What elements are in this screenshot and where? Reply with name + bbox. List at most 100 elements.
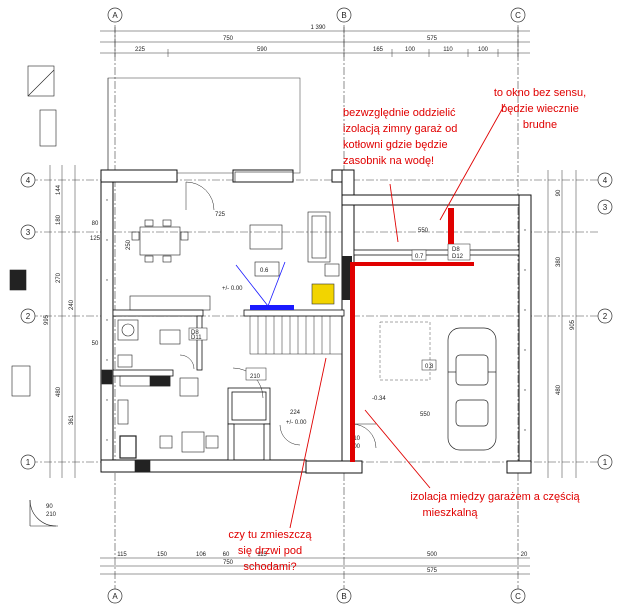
axis-label-4-left: 4 bbox=[26, 176, 31, 185]
stairs bbox=[249, 315, 343, 355]
note-line: kotłowni gdzie będzie bbox=[343, 139, 448, 151]
axis-label-4-right: 4 bbox=[603, 176, 608, 185]
right-dimension-lines bbox=[547, 170, 577, 478]
dim-inner: 210 bbox=[350, 436, 361, 442]
note-insulation-garage: izolacja między garażem a częścią mieszk… bbox=[410, 491, 580, 519]
car bbox=[447, 327, 497, 451]
note-line: zasobnik na wodę! bbox=[343, 155, 434, 167]
level-ground: +/- 0.00 bbox=[222, 286, 243, 292]
bottom-dimension-lines bbox=[100, 557, 530, 575]
boiler-unit bbox=[311, 283, 335, 305]
dim-bottom-seg: 150 bbox=[157, 552, 168, 558]
dim-right-seg: 380 bbox=[556, 256, 562, 267]
dim-bottom-seg: 20 bbox=[521, 552, 528, 558]
dim-left-seg: 144 bbox=[56, 184, 62, 195]
axis-label-b-top: B bbox=[341, 11, 346, 20]
note-line: czy tu zmieszczą bbox=[228, 529, 312, 541]
dim-top-seg: 100 bbox=[478, 47, 489, 53]
note-line: będzie wiecznie bbox=[501, 103, 579, 115]
dim-left-small: 50 bbox=[92, 341, 99, 347]
dim-left-seg: 270 bbox=[56, 272, 62, 283]
dim-bottom-seg: 500 bbox=[427, 552, 438, 558]
note-garage-insulation: bezwzględnie oddzielić izolacją zimny ga… bbox=[343, 107, 457, 167]
dim-left-seg: 240 bbox=[69, 299, 75, 310]
note-line: schodami? bbox=[243, 561, 296, 573]
axis-label-c-top: C bbox=[515, 11, 521, 20]
axis-bubbles bbox=[20, 7, 613, 604]
dim-left-seg: 180 bbox=[56, 214, 62, 225]
note-line: bezwzględnie oddzielić bbox=[343, 107, 456, 119]
note-line: mieszkalną bbox=[422, 507, 478, 519]
note-stairs-door: czy tu zmieszczą się drzwi pod schodami? bbox=[228, 529, 312, 573]
level-garage: -0.34 bbox=[372, 396, 386, 402]
left-dimension-lines bbox=[49, 165, 76, 478]
dim-left-total: 995 bbox=[44, 314, 50, 325]
exterior-walls bbox=[100, 169, 532, 474]
door-tag-label: D8 bbox=[452, 247, 460, 253]
chimney bbox=[342, 256, 352, 300]
dim-top-seg: 165 bbox=[373, 47, 384, 53]
axis-labels: A B C A B C 4 3 2 1 4 3 2 1 bbox=[26, 11, 608, 601]
note-line: brudne bbox=[523, 119, 557, 131]
dim-top-seg: 590 bbox=[257, 47, 268, 53]
dim-top-right: 575 bbox=[427, 36, 438, 42]
door-tags bbox=[188, 243, 471, 381]
room-area: 0.7 bbox=[415, 254, 424, 260]
dim-bottom-seg: 115 bbox=[117, 552, 127, 558]
dim-right-seg: 90 bbox=[556, 189, 562, 196]
dim-right-total: 905 bbox=[570, 319, 576, 330]
level-ground-2: +/- 0.00 bbox=[286, 420, 307, 426]
dim-inner: 224 bbox=[290, 410, 301, 416]
dim-left-small: 80 bbox=[92, 221, 99, 227]
interior-walls bbox=[112, 249, 520, 461]
door-tag-label: 210 bbox=[250, 374, 261, 380]
axis-label-b-bottom: B bbox=[341, 592, 346, 601]
axis-label-a-top: A bbox=[112, 11, 118, 20]
door-tag-sub: D12 bbox=[452, 254, 464, 260]
dim-inner: 100 bbox=[350, 444, 361, 450]
top-dimension-lines bbox=[100, 27, 530, 57]
door-tag-label: D8 bbox=[191, 330, 199, 336]
dim-bottom-right: 575 bbox=[427, 568, 438, 574]
axis-label-2-left: 2 bbox=[26, 312, 31, 321]
dim-inner: 725 bbox=[215, 212, 226, 218]
bottom-dimension-labels: 115 150 106 60 115 500 20 750 575 bbox=[117, 552, 528, 574]
door-tag-labels: D8 D11 210 D8 D12 0.7 0.8 550 550 224 +/… bbox=[191, 228, 464, 450]
note-line: izolacją zimny garaż od bbox=[343, 123, 457, 135]
dim-detail: 90 bbox=[46, 504, 53, 510]
dim-top-total: 1 390 bbox=[310, 25, 326, 31]
left-dimension-labels: 144 180 270 240 480 361 995 80 50 125 bbox=[44, 184, 101, 425]
annotation-leaders bbox=[289, 103, 506, 529]
detail-labels: 90 210 bbox=[46, 504, 57, 518]
axis-label-1-left: 1 bbox=[26, 458, 31, 467]
note-line: się drzwi pod bbox=[238, 545, 302, 557]
dim-top-seg: 225 bbox=[135, 47, 146, 53]
dim-left-seg: 480 bbox=[56, 386, 62, 397]
dim-inner: 250 bbox=[126, 239, 132, 250]
door-tag-sub: D11 bbox=[191, 335, 202, 341]
dim-bottom-left: 750 bbox=[223, 560, 234, 566]
axis-label-3-left: 3 bbox=[26, 228, 31, 237]
dim-top-seg: 110 bbox=[443, 47, 453, 53]
note-line: izolacja między garażem a częścią bbox=[410, 491, 580, 503]
insulation-markup bbox=[350, 208, 474, 462]
window-details bbox=[9, 65, 58, 527]
fixtures bbox=[101, 319, 219, 473]
dim-bottom-seg: 60 bbox=[223, 552, 230, 558]
roof-outline bbox=[107, 77, 301, 174]
top-dimension-labels: 1 390 750 575 225 590 165 100 110 100 bbox=[135, 25, 489, 53]
axis-label-1-right: 1 bbox=[603, 458, 608, 467]
stair-marker bbox=[235, 261, 294, 310]
note-window: to okno bez sensu, będzie wiecznie brudn… bbox=[494, 87, 586, 131]
right-dimension-labels: 90 380 480 905 bbox=[556, 189, 576, 395]
dim-left-small: 125 bbox=[90, 236, 101, 242]
axis-label-a-bottom: A bbox=[112, 592, 118, 601]
room-area: 0.6 bbox=[260, 268, 269, 274]
living-room-labels: 725 250 0.6 +/- 0.00 bbox=[126, 212, 269, 292]
axis-label-3-right: 3 bbox=[603, 203, 608, 212]
dim-top-left: 750 bbox=[223, 36, 234, 42]
axis-label-c-bottom: C bbox=[515, 592, 521, 601]
garage-storage bbox=[379, 321, 431, 381]
dim-top-seg: 100 bbox=[405, 47, 416, 53]
